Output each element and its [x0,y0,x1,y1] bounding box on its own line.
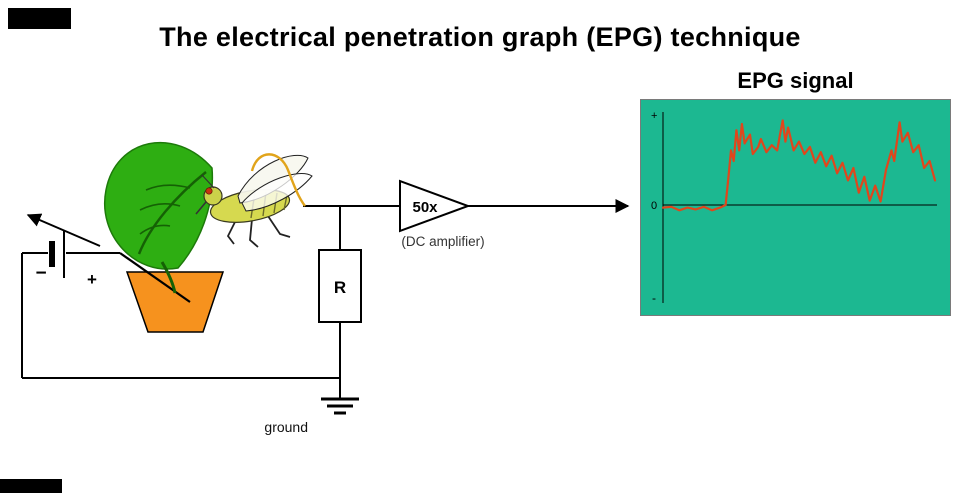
insect-stylet [195,201,207,215]
resistor-label: R [334,278,346,297]
battery-symbol-icon [26,213,101,278]
insect-wing-lower [241,173,313,212]
battery-minus-label: − [35,263,46,284]
resistor-box [318,249,362,323]
battery-plus-label: + [87,270,97,289]
leaf-veins [139,184,191,235]
leaf-stem [160,261,177,294]
leaf [104,141,214,294]
leaf-midvein [137,171,207,255]
epg-axis-minus-label: - [652,291,656,305]
epg-panel: + 0 - [640,99,951,316]
screen-artifact-top-left [8,8,71,29]
ground-symbol-icon [321,397,359,415]
diagram-title: The electrical penetration graph (EPG) t… [159,22,801,52]
amplifier-caption: (DC amplifier) [401,234,484,249]
ground-label: ground [264,419,308,435]
variable-arrow-icon [26,213,101,247]
soil-electrode [119,252,191,303]
screen-artifact-bottom-left [0,479,62,493]
insect-antenna [201,174,215,189]
epg-panel-title: EPG signal [737,68,854,93]
amplifier-gain-label: 50x [412,199,438,216]
plant-pot [125,271,225,333]
amplifier-triangle [399,179,471,233]
insect [195,153,313,248]
insect-eye [205,187,213,195]
epg-trace-line [661,119,937,212]
epg-axis-plus-label: + [651,110,657,122]
gold-wire-electrode [250,153,306,207]
epg-axis-zero-label: 0 [651,200,657,212]
epg-plot: + 0 - [651,110,937,305]
circuit-wires [21,205,400,398]
